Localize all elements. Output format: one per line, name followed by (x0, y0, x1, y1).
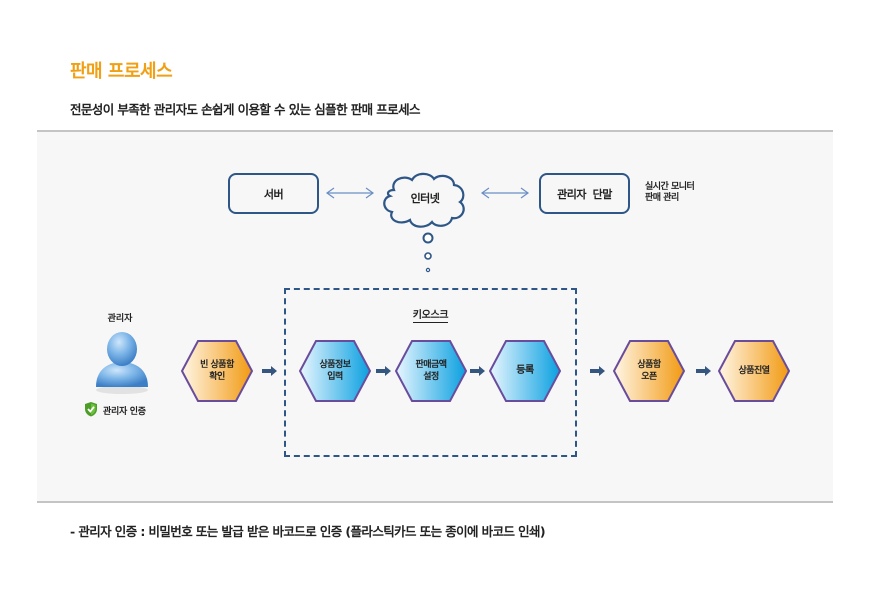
step-line: 상품함 (637, 360, 661, 370)
flow-arrow-icon (696, 366, 711, 376)
admin-label: 관리자 (107, 314, 133, 324)
terminal-side-note: 실시간 모니터 판매 관리 (645, 182, 695, 204)
step-label: 상품진열 (718, 340, 790, 402)
internet-label: 인터넷 (410, 192, 440, 205)
admin-auth-label: 관리자 인증 (103, 407, 146, 417)
step-line: 판매금액 (415, 360, 447, 370)
internet-terminal-double-arrow-icon (480, 187, 530, 199)
kiosk-label: 키오스크 (284, 306, 577, 323)
page-subtitle: 전문성이 부족한 관리자도 손쉽게 이용할 수 있는 심플한 판매 프로세스 (70, 102, 420, 117)
step-register: 등록 (489, 340, 561, 402)
flow-arrow-icon (470, 366, 485, 376)
page-title: 판매 프로세스 (70, 61, 173, 82)
terminal-side-line: 실시간 모니터 (645, 182, 695, 192)
flow-arrow-icon (262, 366, 277, 376)
footnote: - 관리자 인증 : 비밀번호 또는 발급 받은 바코드로 인증 (플라스틱카드… (70, 524, 546, 539)
step-line: 빈 상품함 (200, 360, 234, 370)
step-line: 상품진열 (738, 366, 770, 376)
hexagon-shape (489, 340, 561, 402)
flow-arrow-icon (590, 366, 605, 376)
user-icon (96, 332, 148, 394)
step-line: 확인 (209, 372, 225, 382)
admin-terminal-label: 관리자 단말 (557, 187, 612, 201)
admin-terminal-box: 관리자 단말 (539, 173, 630, 214)
step-line: 등록 (516, 365, 534, 376)
step-line: 설정 (423, 372, 439, 382)
hexagon-shape (718, 340, 790, 402)
shield-check-icon (85, 402, 97, 417)
kiosk-group (284, 288, 577, 457)
server-internet-double-arrow-icon (325, 187, 375, 199)
hexagon-shape (181, 340, 253, 402)
step-display-product: 상품진열 (718, 340, 790, 402)
terminal-side-line: 판매 관리 (645, 193, 679, 203)
step-line: 상품정보 (319, 360, 351, 370)
step-line: 입력 (327, 372, 343, 382)
flow-arrow-icon (376, 366, 391, 376)
server-label: 서버 (263, 187, 284, 201)
step-line: 오픈 (641, 372, 657, 382)
server-box: 서버 (228, 173, 319, 214)
thought-bubbles-icon (422, 232, 434, 273)
internet-cloud-icon (383, 172, 465, 228)
hexagon-shape (613, 340, 685, 402)
kiosk-label-text: 키오스크 (412, 310, 449, 323)
step-label: 등록 (489, 340, 561, 402)
hexagon-shape (395, 340, 467, 402)
hexagon-shape (299, 340, 371, 402)
